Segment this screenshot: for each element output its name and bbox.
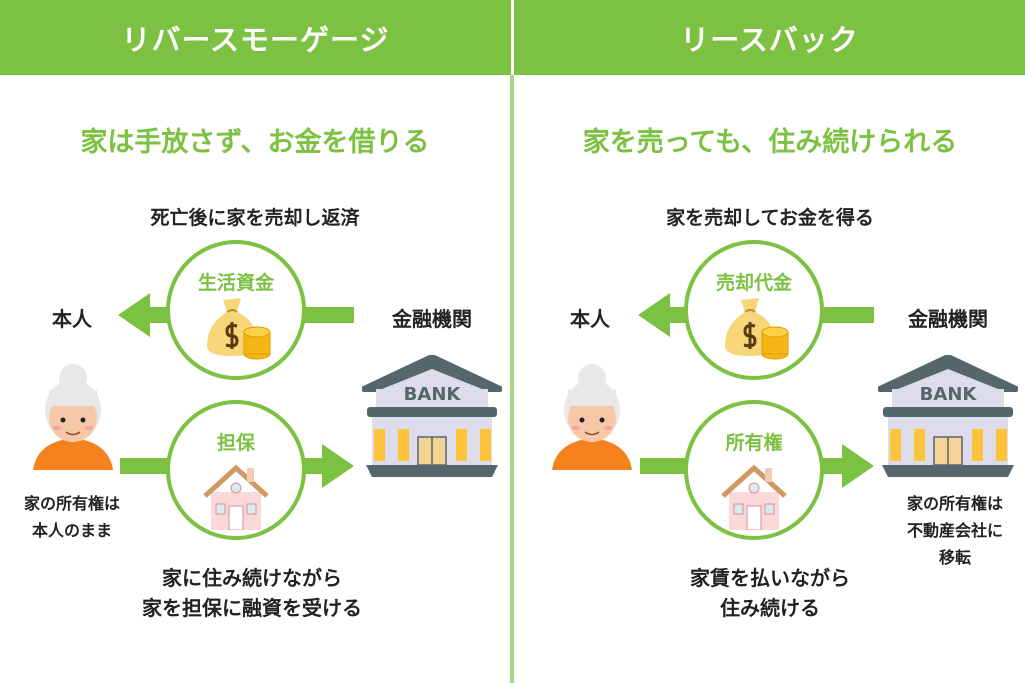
circle-label: 売却代金 — [715, 272, 792, 294]
panel-header: リバースモーゲージ — [0, 0, 511, 75]
house-icon — [721, 464, 787, 530]
reverse-mortgage-panel: リバースモーゲージ 家は手放さず、お金を借りる 死亡後に家を売却し返済 生活資金… — [0, 0, 511, 683]
leaseback-panel: リースバック 家を売っても、住み続けられる 家を売却してお金を得る 売却代金 所… — [514, 0, 1025, 683]
circle-label: 担保 — [216, 432, 255, 454]
living-funds-circle: 生活資金 — [166, 240, 306, 380]
bank-icon — [878, 355, 1018, 480]
panel-subtitle: 家は手放さず、お金を借りる — [80, 127, 430, 158]
panel-header: リースバック — [514, 0, 1025, 75]
ownership-note: 家の所有権は不動産会社に移転 — [906, 494, 1004, 567]
bank-sign: BANK — [919, 384, 977, 405]
person-label: 本人 — [570, 307, 610, 331]
person-label: 本人 — [52, 307, 92, 331]
elderly-woman-icon — [552, 362, 632, 472]
ownership-note: 家の所有権は本人のまま — [23, 494, 121, 540]
ownership-circle: 所有権 — [684, 400, 824, 540]
sale-proceeds-circle: 売却代金 — [684, 240, 824, 380]
bank-sign: BANK — [403, 384, 461, 405]
collateral-circle: 担保 — [166, 400, 306, 540]
panel-divider — [510, 75, 514, 683]
institution-label: 金融機関 — [392, 307, 472, 331]
money-bag-icon — [201, 296, 271, 361]
bank-icon — [362, 355, 502, 480]
summary-text: 家に住み続けながら家を担保に融資を受ける — [142, 566, 362, 620]
money-bag-icon — [719, 296, 789, 361]
circle-label: 所有権 — [725, 432, 783, 454]
house-icon — [203, 464, 269, 530]
flow-caption: 家を売却してお金を得る — [666, 207, 874, 229]
institution-label: 金融機関 — [908, 307, 988, 331]
circle-label: 生活資金 — [197, 272, 274, 294]
panel-subtitle: 家を売っても、住み続けられる — [582, 127, 958, 158]
elderly-woman-icon — [33, 362, 113, 472]
flow-caption: 死亡後に家を売却し返済 — [150, 207, 360, 229]
summary-text: 家賃を払いながら住み続ける — [690, 566, 850, 620]
